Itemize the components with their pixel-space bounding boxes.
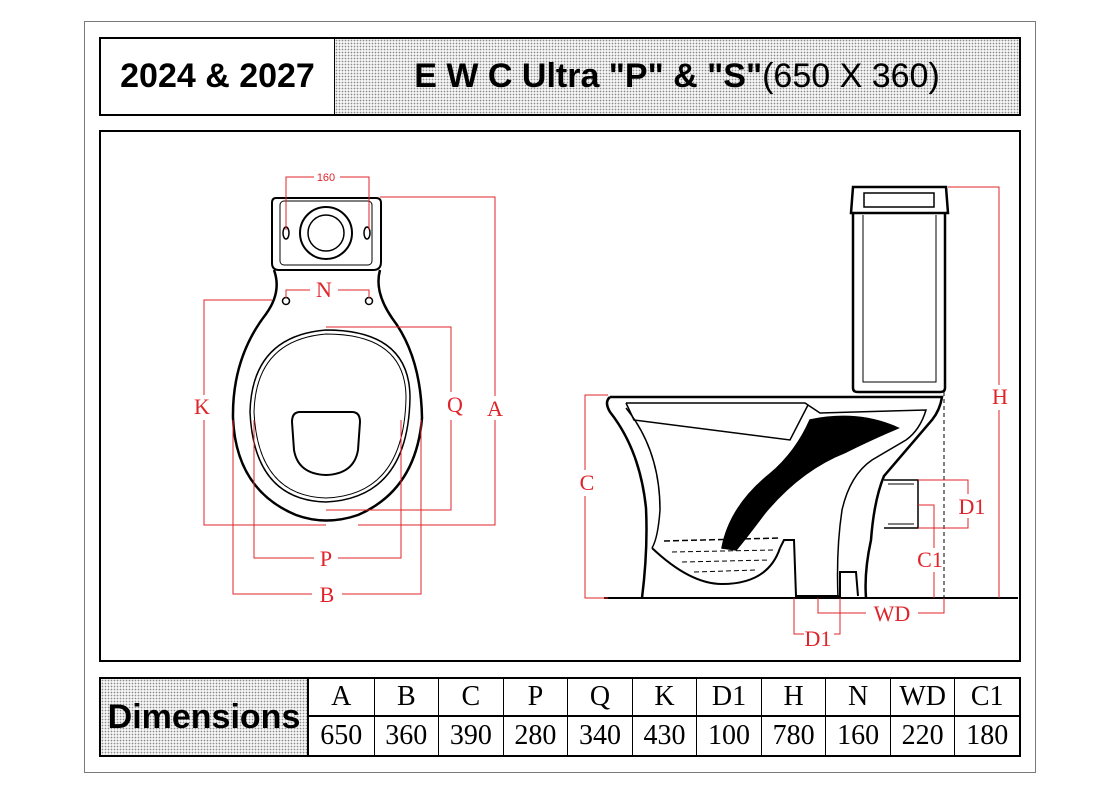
- flush-button-inner: [307, 214, 345, 252]
- bowl-front-inner: [625, 407, 661, 549]
- bowl-side-rear: [610, 395, 944, 599]
- label-D1-side: D1: [959, 494, 986, 519]
- header-cell: D1: [696, 679, 761, 717]
- product-title-cell: E W C Ultra "P" & "S" (650 X 360): [334, 37, 1021, 116]
- bowl-outline: [231, 269, 424, 522]
- value-cell: 180: [954, 717, 1019, 755]
- page-frame: [84, 21, 1036, 773]
- dim-line-N: [285, 289, 370, 298]
- drawing-panel: [99, 130, 1021, 662]
- trapway: [721, 415, 900, 551]
- dim-line-WD: [817, 598, 945, 614]
- dimensions-table: Dimensions A B C P Q K D1 H N WD C1 650 …: [99, 677, 1021, 757]
- bowl-opening: [290, 411, 362, 477]
- seat-inner-rim: [253, 333, 407, 499]
- header-cell: B: [373, 679, 439, 717]
- label-A: A: [487, 396, 503, 421]
- label-160: 160: [317, 172, 335, 184]
- header-cell: Q: [567, 679, 632, 717]
- dim-line-C: [584, 394, 608, 599]
- side-view: [604, 185, 1018, 599]
- header-cell: WD: [889, 679, 955, 717]
- label-C: C: [580, 470, 595, 495]
- label-C1: C1: [917, 547, 943, 572]
- dim-line-D1-side: [918, 479, 969, 529]
- header-cell: N: [825, 679, 890, 717]
- header-cell: K: [631, 679, 697, 717]
- dim-line-H: [948, 186, 1000, 598]
- side-view-dimension-lines: [584, 186, 1000, 635]
- header-cell: H: [760, 679, 826, 717]
- value-cell: 220: [889, 717, 955, 755]
- outlet-spigot: [884, 479, 919, 529]
- dimensions-grid: A B C P Q K D1 H N WD C1 650 360 390 280…: [309, 679, 1019, 755]
- header-cell: C1: [954, 679, 1019, 717]
- dimensions-label: Dimensions: [107, 697, 301, 736]
- seat-hinge-left: [281, 296, 291, 306]
- water-level: [663, 537, 781, 542]
- value-cell: 780: [760, 717, 826, 755]
- seat-hinge-right: [364, 296, 374, 306]
- dim-line-A: [358, 196, 496, 526]
- label-B: B: [320, 582, 335, 607]
- water-trap-curve: [651, 547, 781, 586]
- outlet-spigot-detail: [888, 483, 914, 525]
- label-H: H: [992, 384, 1008, 409]
- label-P: P: [320, 546, 332, 571]
- model-number-cell: 2024 & 2027: [99, 37, 335, 116]
- rim-channel: [625, 402, 809, 441]
- value-cell: 430: [631, 717, 697, 755]
- model-numbers: 2024 & 2027: [120, 57, 315, 95]
- bowl-rim-inner: [626, 402, 928, 599]
- value-cell: 280: [502, 717, 568, 755]
- value-cell: 340: [567, 717, 632, 755]
- header-cell: P: [502, 679, 568, 717]
- cistern-lid-outline: [279, 200, 373, 266]
- cistern-lid-top-detail: [863, 192, 935, 208]
- dimensions-label-cell: Dimensions: [101, 679, 309, 755]
- product-title: E W C Ultra "P" & "S": [414, 57, 763, 95]
- label-D1-bottom: D1: [805, 626, 832, 651]
- bowl-side-front: [605, 396, 648, 599]
- label-Q: Q: [447, 392, 463, 417]
- value-cell: 390: [438, 717, 503, 755]
- value-cell: 360: [373, 717, 439, 755]
- dim-line-D1-bottom: [793, 598, 841, 635]
- top-view-dimension-lines: [203, 176, 496, 595]
- dim-line-C1: [918, 504, 935, 598]
- cistern-side: [851, 213, 947, 394]
- label-K: K: [194, 394, 210, 419]
- header-cell: C: [438, 679, 503, 717]
- value-cell: 650: [320, 720, 363, 751]
- top-view: [231, 197, 424, 522]
- dim-line-P: [253, 420, 402, 559]
- dim-line-Q: [326, 326, 452, 511]
- dim-line-160: [285, 176, 370, 230]
- outlet-base: [779, 539, 859, 597]
- header-cell: A: [309, 679, 374, 717]
- value-cell: 100: [696, 717, 761, 755]
- dimension-labels: 160 N K Q A P B C H D1 C1 WD D1: [194, 172, 1008, 651]
- dim-line-B: [232, 420, 422, 595]
- label-WD: WD: [874, 601, 911, 626]
- water-fill: [671, 549, 775, 573]
- label-N: N: [316, 277, 332, 302]
- cistern-top-view: [271, 197, 382, 271]
- product-size: (650 X 360): [762, 57, 940, 95]
- fixing-hole-right: [363, 226, 371, 240]
- dim-line-K: [203, 299, 326, 526]
- seat-rim: [249, 329, 411, 503]
- flush-button-outer: [299, 206, 353, 260]
- cistern-inner-wall: [862, 215, 937, 383]
- value-cell: 160: [825, 717, 890, 755]
